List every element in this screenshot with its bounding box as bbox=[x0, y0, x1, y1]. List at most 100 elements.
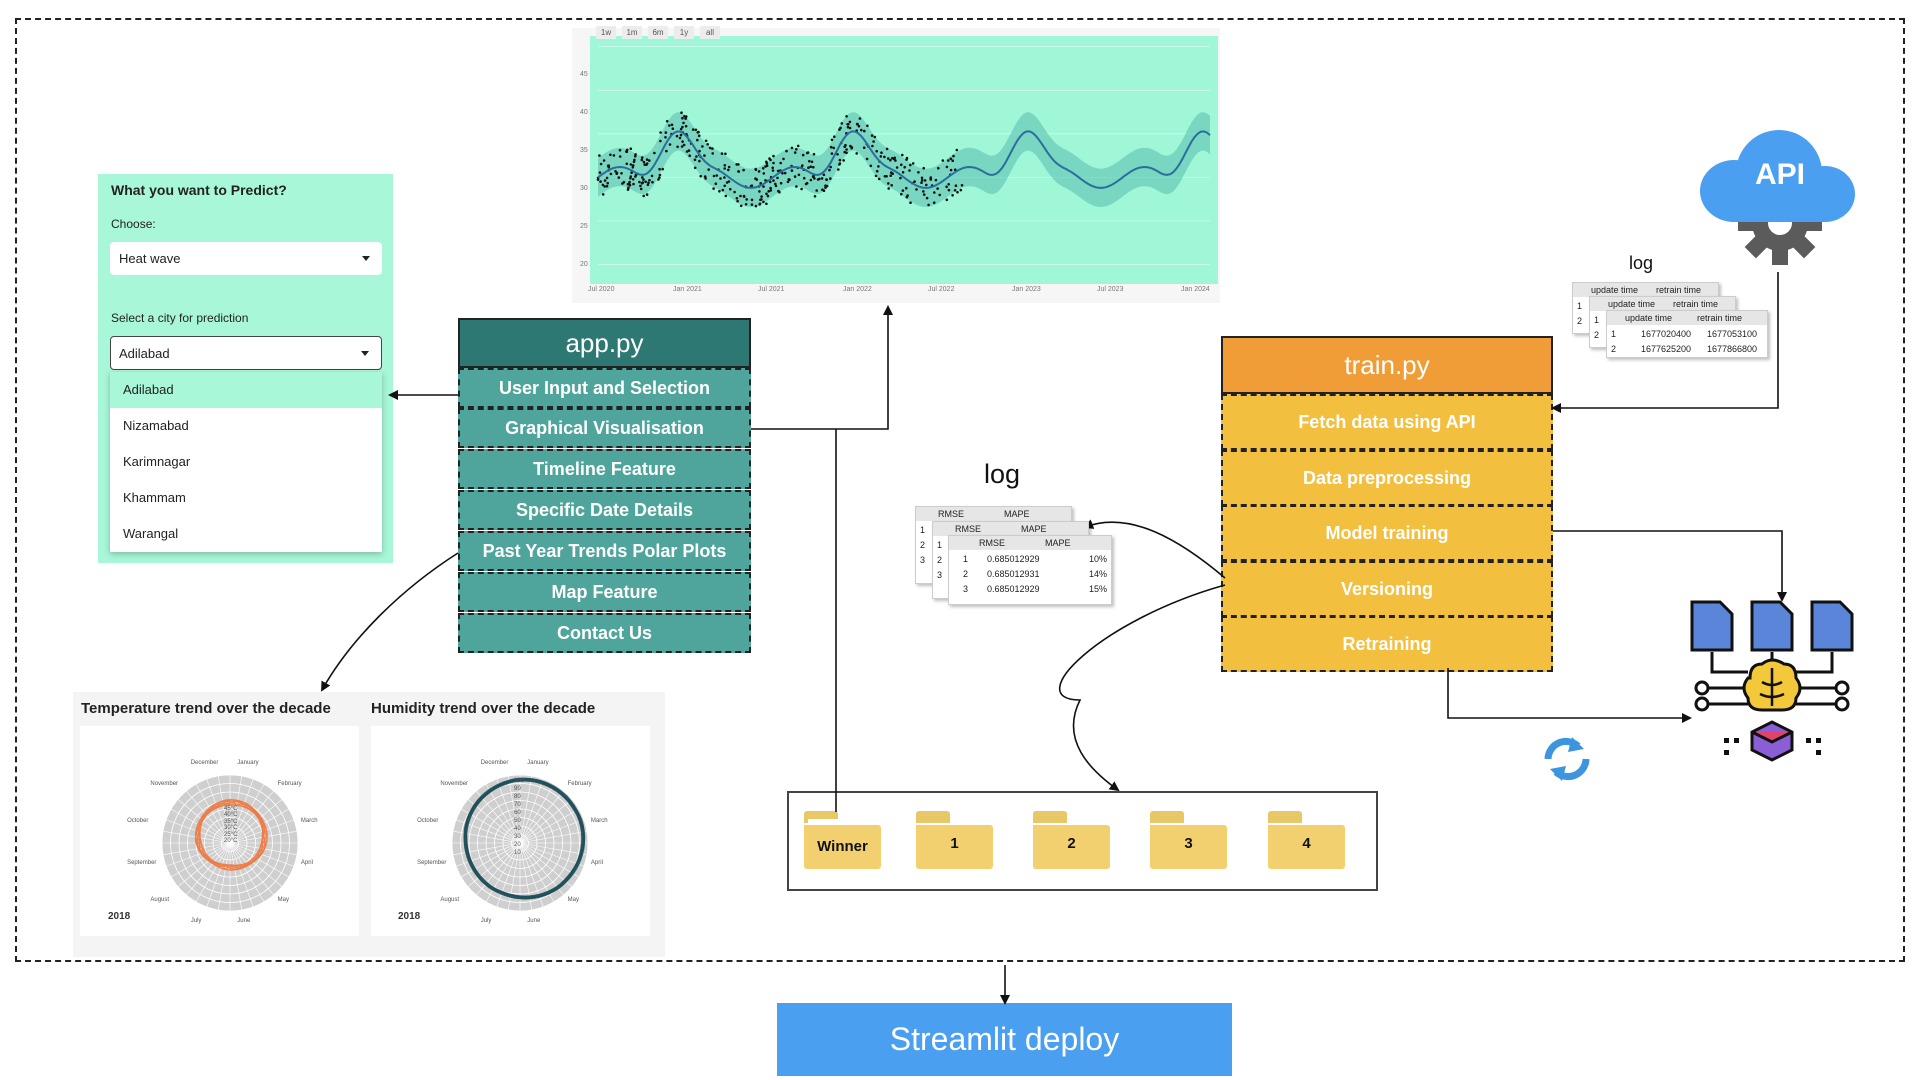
observation-point bbox=[701, 145, 704, 148]
observation-point bbox=[776, 169, 780, 173]
observation-point bbox=[685, 115, 688, 118]
polar-ring-label: 60 bbox=[514, 810, 521, 817]
observation-point bbox=[658, 176, 661, 179]
city-option[interactable]: Khammam bbox=[123, 490, 186, 505]
observation-point bbox=[909, 163, 912, 167]
observation-point bbox=[900, 192, 903, 196]
x-tick-label: Jan 2021 bbox=[673, 286, 702, 293]
polar-ring-label: 30°C bbox=[224, 825, 238, 832]
observation-point bbox=[855, 122, 859, 126]
polar-ring-label: 35°C bbox=[224, 818, 238, 825]
observation-point bbox=[606, 181, 609, 185]
polar-ring-label: 25°C bbox=[224, 831, 238, 838]
observation-point bbox=[871, 144, 874, 148]
observation-point bbox=[712, 187, 715, 190]
log-table-cell: 10% bbox=[1089, 554, 1108, 564]
range-button-1y[interactable]: 1y bbox=[674, 26, 694, 39]
log-table-cell: 1677866800 bbox=[1707, 344, 1758, 354]
folder-label: 3 bbox=[1184, 835, 1193, 852]
observation-point bbox=[889, 174, 892, 177]
observation-point bbox=[801, 153, 805, 157]
observation-point bbox=[895, 166, 899, 169]
observation-point bbox=[800, 187, 803, 191]
y-tick-label: 40 bbox=[580, 109, 588, 116]
observation-point bbox=[670, 123, 674, 127]
observation-point bbox=[724, 152, 727, 156]
observation-point bbox=[758, 190, 761, 193]
observation-point bbox=[762, 200, 765, 204]
log-table-index: 2 bbox=[1594, 330, 1600, 340]
x-tick-label: Jan 2022 bbox=[843, 286, 872, 293]
observation-point bbox=[779, 181, 783, 185]
city-option[interactable]: Adilabad bbox=[110, 372, 382, 408]
observation-point bbox=[785, 149, 788, 153]
log-table-header: RMSE bbox=[955, 524, 982, 534]
prediction-type-select[interactable]: Heat wave bbox=[110, 242, 382, 275]
observation-point bbox=[842, 159, 845, 162]
polar-year-label: 2018 bbox=[398, 911, 421, 922]
observation-point bbox=[947, 183, 950, 186]
polar-month-label: March bbox=[300, 817, 318, 824]
observation-point bbox=[953, 168, 957, 171]
city-option[interactable]: Karimnagar bbox=[123, 454, 191, 469]
polar-ring-label: 70 bbox=[514, 802, 521, 809]
city-value: Adilabad bbox=[119, 346, 170, 361]
observation-point bbox=[774, 182, 777, 186]
observation-point bbox=[809, 165, 812, 168]
polar-ring-label: 50 bbox=[514, 818, 521, 825]
folder-icon: Winner bbox=[804, 811, 881, 869]
observation-point bbox=[848, 120, 852, 124]
ai-model-hub-icon bbox=[1690, 600, 1854, 762]
observation-point bbox=[602, 159, 606, 162]
range-button-6m[interactable]: 6m bbox=[648, 26, 668, 39]
observation-point bbox=[824, 184, 827, 187]
observation-point bbox=[920, 181, 923, 184]
log-table-cell: 0.685012929 bbox=[987, 554, 1040, 564]
observation-point bbox=[769, 180, 772, 184]
range-button-1m[interactable]: 1m bbox=[622, 26, 642, 39]
observation-point bbox=[838, 162, 842, 165]
observation-point bbox=[681, 116, 684, 120]
observation-point bbox=[679, 127, 683, 131]
observation-point bbox=[937, 166, 940, 170]
observation-point bbox=[659, 131, 662, 134]
polar-month-label: September bbox=[417, 860, 447, 867]
observation-point bbox=[886, 157, 890, 160]
x-tick-label: Jul 2022 bbox=[928, 286, 955, 293]
x-tick-label: Jul 2023 bbox=[1097, 286, 1124, 293]
train-item-fetch-data: Fetch data using API bbox=[1221, 394, 1553, 450]
train-item-preprocessing: Data preprocessing bbox=[1221, 450, 1553, 506]
polar-trace bbox=[198, 799, 266, 868]
observation-point bbox=[829, 145, 833, 149]
log-table-cell: 15% bbox=[1089, 584, 1108, 594]
observation-point bbox=[620, 172, 623, 175]
observation-point bbox=[684, 117, 687, 120]
range-button-1w[interactable]: 1w bbox=[596, 26, 616, 39]
observation-point bbox=[885, 147, 889, 151]
y-tick-label: 45 bbox=[580, 71, 588, 78]
observation-point bbox=[788, 178, 791, 182]
observation-point bbox=[901, 189, 905, 192]
observation-point bbox=[865, 157, 869, 161]
observation-point bbox=[615, 172, 618, 175]
observation-point bbox=[688, 154, 691, 157]
observation-point bbox=[681, 140, 684, 143]
city-option[interactable]: Warangal bbox=[123, 526, 179, 541]
prediction-type-value: Heat wave bbox=[119, 251, 181, 266]
observation-point bbox=[836, 153, 839, 156]
observation-point bbox=[638, 180, 641, 184]
range-button-all[interactable]: all bbox=[700, 26, 720, 39]
observation-point bbox=[880, 151, 883, 154]
app-item-user-input: User Input and Selection bbox=[458, 368, 751, 408]
city-option[interactable]: Nizamabad bbox=[123, 418, 189, 433]
observation-point bbox=[724, 194, 728, 198]
observation-point bbox=[829, 165, 832, 169]
log-table-cell: 1 bbox=[963, 554, 969, 564]
observation-point bbox=[706, 143, 709, 146]
observation-point bbox=[621, 182, 624, 185]
city-select[interactable]: Adilabad bbox=[110, 336, 382, 370]
observation-point bbox=[804, 182, 808, 186]
polar-month-label: November bbox=[150, 781, 179, 788]
